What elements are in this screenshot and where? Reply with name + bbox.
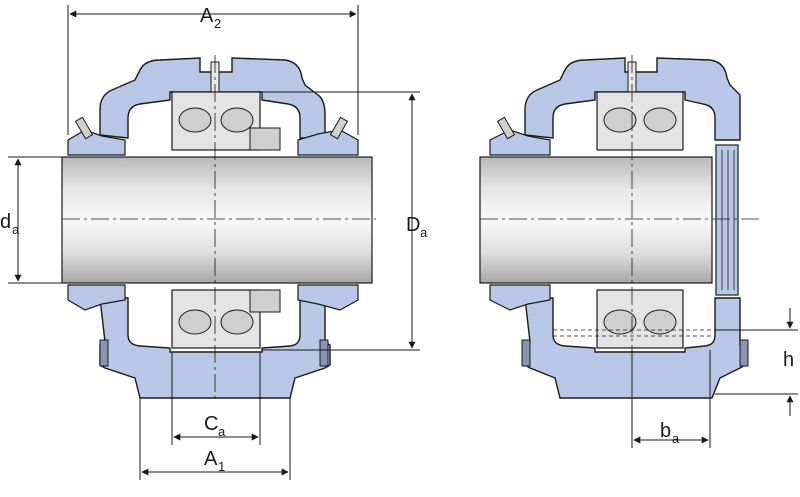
left-foot-left xyxy=(99,339,109,367)
svg-text:A: A xyxy=(204,448,218,470)
left-foot-right xyxy=(319,339,329,367)
dim-label-ba: b a xyxy=(660,420,680,446)
right-foot-right xyxy=(739,339,749,367)
svg-text:2: 2 xyxy=(214,16,221,31)
svg-text:A: A xyxy=(200,5,214,27)
svg-text:C: C xyxy=(204,413,218,435)
left-shaft xyxy=(61,156,373,284)
dim-label-da-small: d a xyxy=(0,211,20,237)
right-bearing-lower xyxy=(596,289,684,349)
left-bearing-lower xyxy=(171,289,281,349)
right-view xyxy=(479,55,760,400)
left-housing-upper xyxy=(99,57,326,139)
svg-text:a: a xyxy=(420,225,428,240)
right-seal-lower xyxy=(489,284,551,311)
dim-label-h: h xyxy=(783,349,794,371)
svg-text:a: a xyxy=(12,222,20,237)
left-view xyxy=(61,55,376,400)
left-seal-lower-right xyxy=(297,284,359,311)
right-foot-left xyxy=(521,339,531,367)
end-cover-icon xyxy=(715,144,739,296)
right-housing-lower xyxy=(524,297,746,399)
left-seal-lower-left xyxy=(67,284,126,311)
left-seal-upper-left xyxy=(67,129,126,156)
svg-text:1: 1 xyxy=(218,459,225,474)
svg-text:D: D xyxy=(406,214,420,236)
dim-label-a2: A 2 xyxy=(200,5,221,31)
svg-text:b: b xyxy=(660,420,671,442)
dim-label-a1: A 1 xyxy=(204,448,225,474)
left-bearing-upper xyxy=(171,91,281,151)
right-seal-upper xyxy=(489,129,551,156)
svg-text:d: d xyxy=(0,211,11,233)
dim-label-ca: C a xyxy=(204,413,226,439)
dimensions xyxy=(8,5,798,480)
svg-text:a: a xyxy=(218,424,226,439)
svg-text:a: a xyxy=(672,431,680,446)
right-bearing-upper xyxy=(596,91,684,151)
right-housing-upper xyxy=(524,57,741,141)
dim-label-da-large: D a xyxy=(406,214,428,240)
right-shaft xyxy=(479,156,713,284)
svg-text:h: h xyxy=(783,349,794,371)
